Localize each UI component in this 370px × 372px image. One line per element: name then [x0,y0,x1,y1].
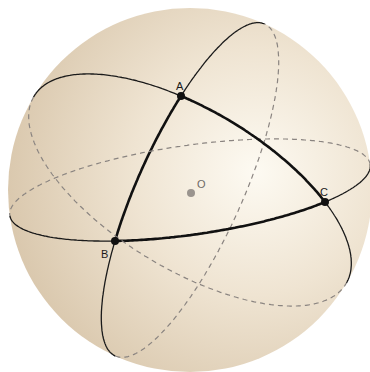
center-label: O [197,178,206,190]
great-circle-arc [181,23,265,96]
great-circle-arc [325,202,351,283]
great-circle-arc [101,243,115,356]
great-circle-arc [10,216,115,241]
vertex-dot [177,92,185,100]
sphere [8,8,370,372]
hidden-arc [10,139,370,216]
vertex-label: B [101,248,108,260]
vertex-dot [111,237,119,245]
great-circle-arc [34,74,179,97]
vertex-dot [321,198,329,206]
vertex-label: C [320,186,328,198]
great-circle-arc [326,164,370,201]
center-dot [187,189,195,197]
triangle-side [115,96,182,243]
triangle-side [115,202,326,241]
triangle-side [179,95,325,202]
hidden-arc [116,24,279,357]
vertex-label: A [176,80,183,92]
hidden-arc [29,97,347,306]
